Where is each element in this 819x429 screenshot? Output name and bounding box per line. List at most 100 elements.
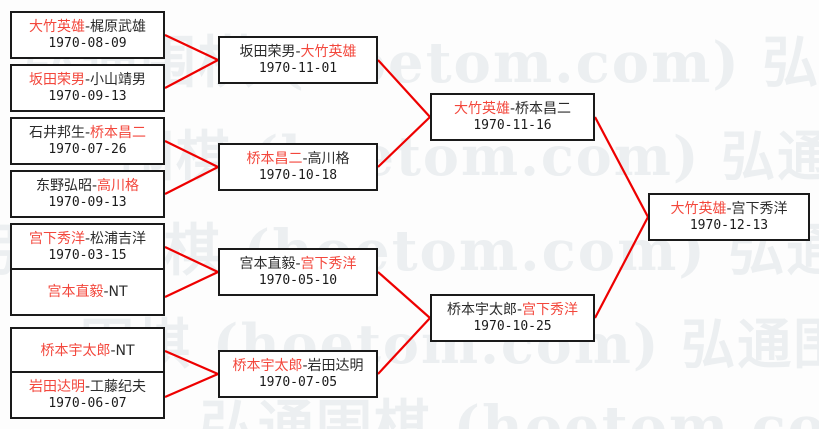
- match-winner: 桥本宇太郎: [232, 357, 303, 374]
- match-loser: 桥本昌二: [515, 100, 572, 117]
- match-players: 桥本宇太郎-NT: [40, 343, 134, 360]
- match-date: 1970-11-16: [473, 118, 552, 134]
- match-date: 1970-06-07: [48, 396, 127, 412]
- player-separator: -: [295, 43, 301, 60]
- match-loser: 小山靖男: [90, 71, 147, 88]
- match-players: 岩田达明-工藤纪夫: [29, 379, 146, 396]
- connector-line: [377, 271, 431, 319]
- match-winner: 宫下秀洋: [28, 230, 85, 247]
- match-date: 1970-09-13: [48, 195, 127, 211]
- connector-line: [164, 246, 219, 273]
- match-loser: 松浦吉洋: [90, 230, 147, 247]
- match-winner: 高川格: [97, 177, 140, 194]
- match-players: 宫本直毅-NT: [47, 284, 127, 301]
- player-separator: -: [103, 283, 109, 300]
- connector-line: [377, 317, 431, 375]
- match-winner: 大竹英雄: [300, 43, 357, 60]
- connector-line: [164, 166, 219, 195]
- match-winner: 大竹英雄: [28, 18, 85, 35]
- match-players: 宫本直毅-宫下秀洋: [239, 256, 356, 273]
- match-players: 大竹英雄-桥本昌二: [454, 101, 571, 118]
- match-winner: 宫下秀洋: [522, 301, 579, 318]
- match-date: 1970-08-09: [48, 36, 127, 52]
- match-date: 1970-03-15: [48, 248, 127, 264]
- match-winner: 宫下秀洋: [300, 255, 357, 272]
- connector-line: [377, 59, 431, 118]
- connector-line: [164, 349, 219, 376]
- match-loser: 梶原武雄: [90, 18, 147, 35]
- match-players: 坂田荣男-小山靖男: [29, 72, 146, 89]
- match-winner: 桥本宇太郎: [40, 342, 111, 359]
- match-loser: 石井邦生: [28, 124, 85, 141]
- player-separator: -: [726, 200, 732, 217]
- player-separator: -: [516, 301, 523, 318]
- match-date: 1970-07-26: [48, 142, 127, 158]
- match-loser: 高川格: [307, 150, 350, 167]
- player-separator: -: [84, 18, 91, 35]
- player-separator: -: [295, 255, 301, 272]
- match-loser: 桥本宇太郎: [446, 301, 517, 318]
- player-separator: -: [91, 177, 98, 194]
- match-winner: 宫本直毅: [47, 283, 104, 300]
- match-winner: 岩田达明: [28, 378, 85, 395]
- match-loser: 岩田达明: [307, 357, 364, 374]
- player-separator: -: [84, 230, 91, 247]
- connector-line: [164, 34, 219, 61]
- connector-line: [164, 140, 219, 168]
- connector-line: [164, 59, 219, 89]
- match-loser: 宫本直毅: [239, 255, 296, 272]
- match-players: 桥本昌二-高川格: [246, 151, 349, 168]
- match-date: 1970-12-13: [689, 218, 769, 234]
- match-winner: 桥本昌二: [90, 124, 147, 141]
- connector-line: [164, 372, 219, 399]
- match-loser: 坂田荣男: [239, 43, 296, 60]
- match-loser: 宫下秀洋: [731, 200, 788, 217]
- player-separator: -: [84, 71, 91, 88]
- match-winner: 桥本昌二: [246, 150, 303, 167]
- match-winner: 坂田荣男: [28, 71, 85, 88]
- player-separator: -: [84, 124, 91, 141]
- match-loser: 工藤纪夫: [90, 378, 147, 395]
- connector-line: [594, 116, 649, 218]
- match-date: 1970-10-25: [473, 319, 552, 335]
- match-loser: NT: [108, 283, 128, 300]
- connector-line: [377, 116, 431, 168]
- match-date: 1970-10-18: [258, 168, 338, 184]
- match-date: 1970-07-05: [258, 375, 338, 391]
- connector-line: [594, 216, 649, 319]
- player-separator: -: [110, 342, 116, 359]
- match-loser: 东野弘昭: [35, 177, 92, 194]
- match-winner: 大竹英雄: [453, 100, 510, 117]
- match-players: 石井邦生-桥本昌二: [29, 125, 146, 142]
- match-players: 坂田荣男-大竹英雄: [239, 44, 356, 61]
- match-players: 桥本宇太郎-宫下秀洋: [447, 302, 578, 319]
- match-players: 东野弘昭-高川格: [36, 178, 139, 195]
- player-separator: -: [302, 150, 308, 167]
- player-separator: -: [509, 100, 516, 117]
- player-separator: -: [84, 378, 91, 395]
- match-players: 桥本宇太郎-岩田达明: [232, 358, 363, 375]
- match-winner: 大竹英雄: [670, 200, 727, 217]
- match-players: 大竹英雄-梶原武雄: [29, 19, 146, 36]
- match-box[interactable]: 桥本宇太郎-NT: [10, 327, 165, 375]
- player-separator: -: [302, 357, 308, 374]
- match-date: 1970-09-13: [48, 89, 127, 105]
- match-box[interactable]: 宫本直毅-NT: [10, 268, 165, 316]
- connector-line: [164, 271, 219, 298]
- match-players: 宫下秀洋-松浦吉洋: [29, 231, 146, 248]
- match-players: 大竹英雄-宫下秀洋: [670, 201, 787, 218]
